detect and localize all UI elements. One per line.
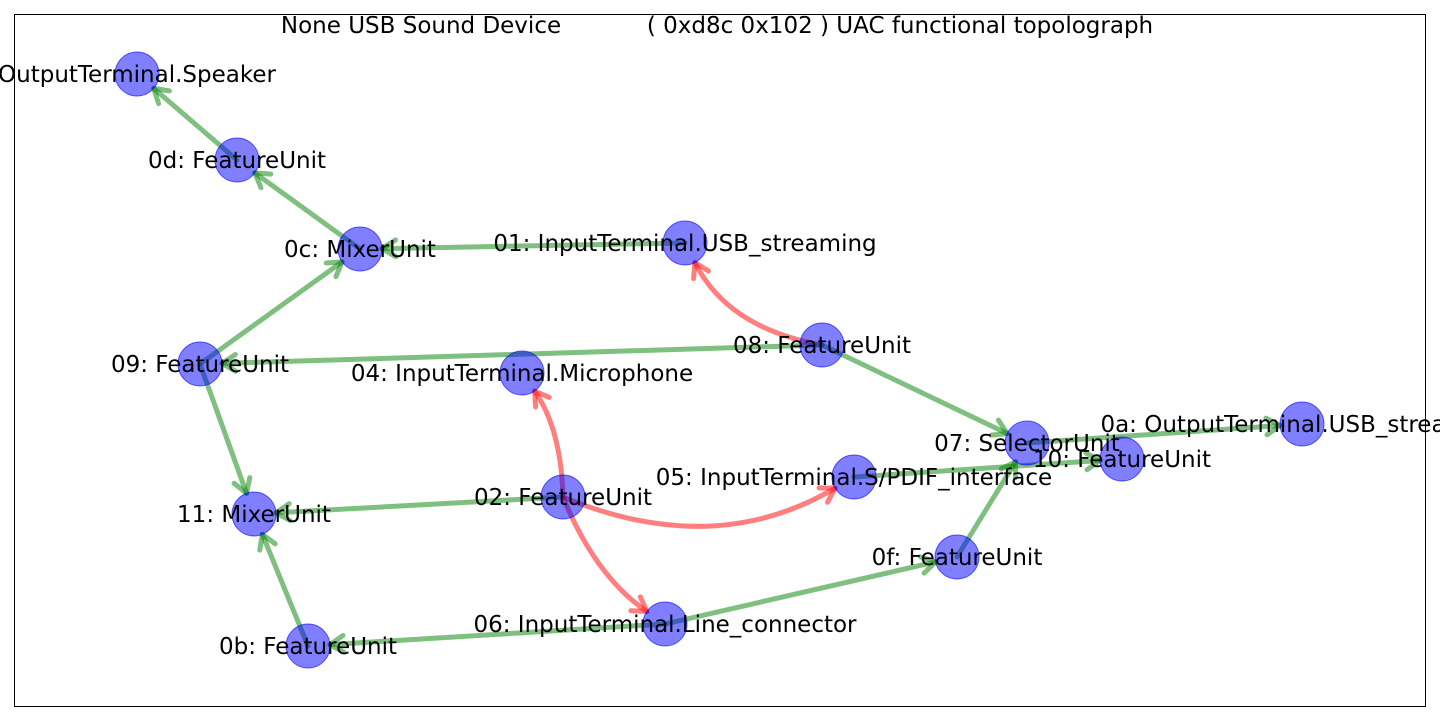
plot-frame xyxy=(14,14,1426,707)
node-0f xyxy=(934,534,980,580)
node-label-10: 10: FeatureUnit xyxy=(1033,447,1211,473)
nodes-layer xyxy=(114,51,1325,669)
node-label-0a: 0a: OutputTerminal.USB_streaming xyxy=(1100,412,1440,438)
node-08 xyxy=(799,322,845,368)
labels-layer: OutputTerminal.Speaker 0d: FeatureUnit 0c:… xyxy=(0,62,1440,660)
node-05 xyxy=(831,454,877,500)
node-01 xyxy=(662,220,708,266)
node-label-11: 11: MixerUnit xyxy=(177,502,331,528)
node-label-0c: 0c: MixerUnit xyxy=(284,237,436,263)
node-label-speaker: OutputTerminal.Speaker xyxy=(0,62,277,88)
node-04 xyxy=(499,350,545,396)
node-label-01: 01: InputTerminal.USB_streaming xyxy=(493,231,876,257)
node-07 xyxy=(1004,420,1050,466)
node-11 xyxy=(231,491,277,537)
node-0b xyxy=(285,623,331,669)
node-0d xyxy=(214,137,260,183)
node-09 xyxy=(177,341,223,387)
node-label-04: 04: InputTerminal.Microphone xyxy=(351,361,693,387)
node-0a xyxy=(1279,401,1325,447)
node-label-05: 05: InputTerminal.S/PDIF_interface xyxy=(656,465,1052,491)
graph-title-device: None USB Sound Device xyxy=(281,13,561,39)
node-label-0f: 0f: FeatureUnit xyxy=(872,545,1043,571)
node-label-0d: 0d: FeatureUnit xyxy=(148,148,326,174)
node-label-0b: 0b: FeatureUnit xyxy=(219,634,397,660)
node-speaker xyxy=(114,51,160,97)
edge-09-to-0c xyxy=(197,259,345,367)
node-label-09: 09: FeatureUnit xyxy=(111,352,289,378)
node-02 xyxy=(540,474,586,520)
node-label-02: 02: FeatureUnit xyxy=(474,485,652,511)
graph-title-topology: ( 0xd8c 0x102 ) UAC functional topologra… xyxy=(647,13,1153,39)
node-label-07: 07: SelectorUnit xyxy=(934,431,1120,457)
node-label-08: 08: FeatureUnit xyxy=(733,333,911,359)
node-10 xyxy=(1099,436,1145,482)
node-06 xyxy=(642,601,688,647)
node-0c xyxy=(337,226,383,272)
node-label-06: 06: InputTerminal.Line_connector xyxy=(473,612,857,638)
